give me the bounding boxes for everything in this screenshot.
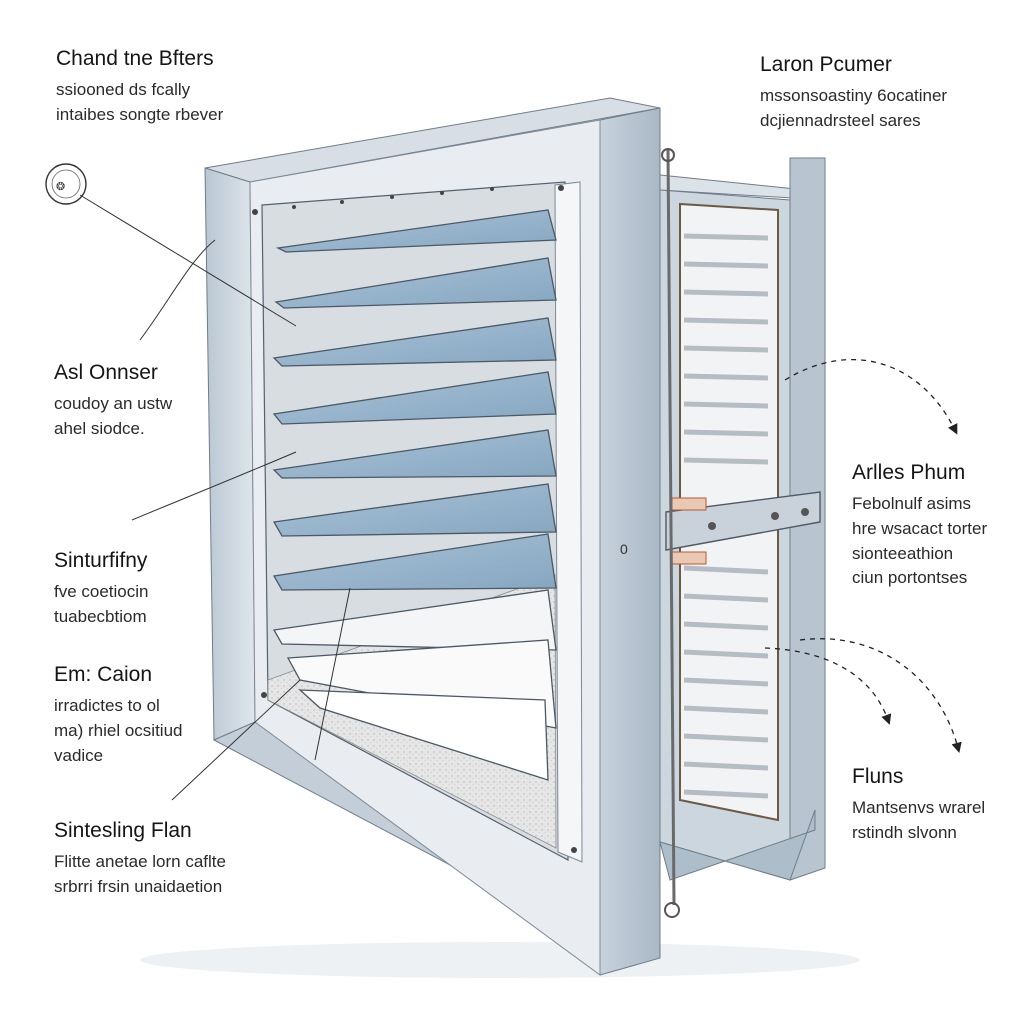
callout-line: vadice	[54, 745, 104, 765]
flow-arrows	[764, 359, 962, 754]
callout-line: coudoy an ustw	[54, 394, 173, 414]
callout-title: Sinturfifny	[54, 549, 148, 572]
callout-middle-left: Asl Onnser coudoy an ustw ahel siodce.	[54, 360, 172, 442]
callout-line: Febolnulf asims	[852, 494, 972, 514]
frame-right-side	[599, 107, 661, 976]
bracket-tag-lower	[671, 551, 707, 565]
callout-top-left: Chand tne Bfters ssiooned ds fcally inta…	[56, 46, 223, 128]
callout-title: Fluns	[852, 765, 904, 788]
ground-shadow	[140, 942, 860, 978]
callout-line: mssonsoastiny 6ocatiner	[760, 86, 948, 106]
callout-title: Laron Pcumer	[760, 53, 892, 76]
svg-text:❂: ❂	[56, 180, 65, 193]
frame-marker: 0	[620, 541, 628, 557]
rear-panel-bottom	[659, 809, 816, 881]
callout-line: ciun portontses	[852, 568, 968, 588]
callout-lower-right: Fluns Mantsenvs wrarel rstindh slvonn	[852, 764, 985, 846]
callout-line: dcjiennadrsteel sares	[760, 110, 921, 130]
rod-top-ring	[661, 148, 675, 162]
callout-lower-left-1: Sinturfifny fve coetiocin tuabecbtiom	[54, 548, 149, 630]
callout-line: ma) rhiel ocsitiud	[54, 720, 183, 740]
callout-title: Em: Caion	[54, 663, 153, 686]
callout-middle-right: Arlles Phum Febolnulf asims hre wsacact …	[852, 460, 987, 591]
frame-left-side	[204, 167, 256, 741]
callout-line: ahel siodce.	[54, 418, 145, 438]
callout-title: Sintesling Flan	[54, 819, 192, 842]
callout-title: Arlles Phum	[852, 461, 966, 484]
callout-line: srbrri frsin unaidaetion	[54, 876, 223, 896]
rod-bottom-ring	[664, 902, 680, 918]
gauge-icon: ❂	[45, 163, 87, 205]
callout-line: fve coetiocin	[54, 582, 149, 602]
callout-line: Flitte anetae lorn caflte	[54, 852, 226, 872]
rear-panel-slats	[683, 233, 769, 799]
callout-line: intaibes songte rbever	[56, 104, 224, 124]
rivets	[252, 185, 577, 853]
callout-line: tuabecbtiom	[54, 606, 147, 626]
actuator-rod	[666, 149, 676, 906]
mounting-bracket	[665, 491, 821, 551]
callout-title: Chand tne Bfters	[56, 47, 214, 70]
callout-line: irradictes to ol	[54, 696, 160, 716]
frame-channel	[554, 181, 583, 863]
callout-lower-left-2: Em: Caion irradictes to ol ma) rhiel ocs…	[54, 662, 183, 768]
callout-title: Asl Onnser	[54, 361, 158, 384]
callout-top-right: Laron Pcumer mssonsoastiny 6ocatiner dcj…	[760, 52, 947, 134]
bracket-tag-upper	[671, 497, 707, 511]
callout-line: hre wsacact torter	[852, 518, 988, 538]
leader-lines	[79, 194, 351, 801]
callout-bottom-left: Sintesling Flan Flitte anetae lorn caflt…	[54, 818, 226, 900]
bracket-bolts	[708, 508, 809, 530]
callout-line: Mantsenvs wrarel	[852, 798, 986, 818]
callout-line: rstindh slvonn	[852, 822, 957, 842]
callout-line: ssiooned ds fcally	[56, 80, 191, 100]
louver-slats	[272, 209, 557, 781]
callout-line: sionteeathion	[852, 543, 954, 563]
